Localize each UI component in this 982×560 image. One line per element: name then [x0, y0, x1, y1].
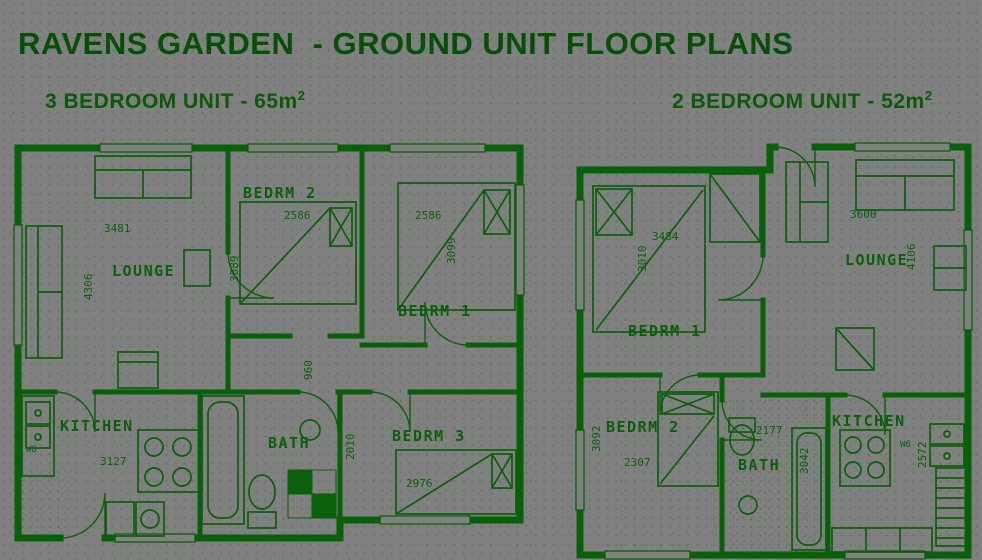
dim-bedrm2-width: 2586 [284, 209, 311, 222]
window [963, 229, 973, 331]
left-kitchen-counter-sink [21, 395, 55, 477]
room-label-bedrm2: BEDRM 2 [606, 418, 680, 436]
right-lounge-sofa-top [855, 159, 955, 211]
room-label-bedrm3: BEDRM 3 [392, 427, 466, 445]
window [99, 143, 193, 153]
room-label-kitchen: KITCHEN [832, 412, 906, 430]
window [379, 515, 471, 525]
dim-bath-width: 2177 [756, 424, 783, 437]
door-arc-bath [297, 391, 339, 433]
dim-kitchen-height: 2572 [916, 442, 929, 469]
right-unit-title-text: 2 BEDROOM UNIT - 52m [672, 90, 925, 113]
door-arc-entry [59, 492, 106, 539]
right-lounge-side-table [933, 245, 967, 291]
dim-bedrm3-depth: 2010 [344, 434, 357, 461]
left-bath-shower-tiles [287, 469, 337, 519]
right-bedrm1-bed [592, 185, 706, 333]
left-bedrm1-bed [397, 182, 516, 311]
left-unit-plan: LOUNGE BEDRM 2 BEDRM 1 KITCHEN BATH BEDR… [13, 143, 525, 543]
room-label-bath: BATH [738, 456, 780, 474]
right-unit-plan: BEDRM 1 LOUNGE BEDRM 2 BATH KITCHEN 3484… [575, 142, 973, 560]
right-kitchen-stove [839, 429, 891, 487]
door-arc-bedrm1 [717, 254, 764, 301]
left-lounge-sofa-top [94, 155, 192, 199]
left-windows [13, 143, 525, 543]
room-label-bedrm1: BEDRM 1 [398, 302, 472, 320]
window [389, 143, 486, 153]
left-bedrm3-bed [395, 449, 517, 515]
window [515, 184, 525, 296]
right-unit-title: 2 BEDROOM UNIT - 52m2 [672, 88, 932, 114]
dim-lounge-height: 4306 [82, 274, 95, 301]
room-label-bedrm2: BEDRM 2 [243, 184, 317, 202]
room-label-kitchen: KITCHEN [60, 417, 134, 435]
dim-kitchen-width: 3127 [100, 455, 127, 468]
door-arc-bedrm2 [659, 374, 701, 416]
right-kitchen-sink [929, 423, 965, 467]
dim-hall-width: 960 [302, 360, 315, 380]
dim-sink-w6: W6 [900, 440, 911, 450]
left-lounge-cabinet [183, 249, 211, 287]
window [844, 550, 926, 560]
left-unit-title: 3 BEDROOM UNIT - 65m2 [45, 88, 305, 114]
room-label-bedrm1: BEDRM 1 [628, 322, 702, 340]
dim-bedrm2-width: 2307 [624, 456, 651, 469]
window [114, 533, 196, 543]
door-arc-bedrm3 [369, 391, 411, 433]
door-arc-entry [774, 146, 816, 188]
right-kitchen-radiator [935, 467, 967, 547]
left-lounge-armchair [117, 351, 159, 389]
dim-bath-height: 3042 [798, 448, 811, 475]
left-unit-title-sup: 2 [297, 88, 306, 103]
window [13, 224, 23, 346]
left-kitchen-stove [137, 429, 203, 493]
dim-lounge-height: 4106 [905, 244, 918, 271]
right-outer-walls [576, 143, 972, 559]
dim-bedrm2-height: 3089 [228, 256, 241, 283]
dim-sink-w8: W8 [26, 445, 37, 455]
right-unit-title-sup: 2 [924, 88, 933, 103]
window [247, 143, 339, 153]
left-bath-basin [299, 419, 321, 441]
left-interior-walls [15, 145, 523, 541]
dim-bedrm2-height: 3092 [590, 426, 603, 453]
dim-bedrm3-width: 2976 [406, 477, 433, 490]
door-arc-kitchen [54, 391, 96, 433]
left-bedrm2-bed [239, 201, 357, 305]
dim-bedrm1-width: 2586 [415, 209, 442, 222]
window [575, 199, 585, 311]
dim-bedrm1-height: 3010 [636, 246, 649, 273]
right-interior-walls [577, 167, 971, 558]
window [854, 142, 951, 152]
texture-patch [18, 470, 73, 530]
page-title: RAVENS GARDEN - GROUND UNIT FLOOR PLANS [18, 26, 794, 61]
right-lounge-sofa-side [785, 161, 829, 243]
left-lounge-sofa-side [25, 225, 63, 359]
right-bedrm2-bed [657, 391, 719, 487]
right-bedrm1-wardrobe [709, 173, 761, 243]
room-label-lounge: LOUNGE [112, 262, 175, 280]
room-label-bath: BATH [268, 434, 310, 452]
right-lounge-chair [835, 327, 875, 371]
right-windows [575, 142, 973, 560]
left-unit-title-text: 3 BEDROOM UNIT - 65m [45, 90, 298, 113]
left-kitchen-appliances [105, 501, 165, 537]
room-label-lounge: LOUNGE [845, 251, 908, 269]
dim-lounge-width: 3481 [104, 222, 131, 235]
dim-bedrm1-width: 3484 [652, 230, 679, 243]
texture-patch-bath [726, 400, 826, 552]
left-bath-toilet [247, 474, 277, 529]
right-kitchen-counter [831, 527, 933, 553]
dim-bedrm1-height: 3099 [445, 238, 458, 265]
left-bath-tub [201, 395, 245, 525]
window [575, 429, 585, 511]
dim-lounge-width: 3600 [850, 208, 877, 221]
left-door-arcs [54, 251, 469, 539]
door-arc-bedrm1 [424, 301, 469, 346]
window [604, 550, 691, 560]
left-outer-walls [14, 144, 524, 542]
door-arc-lounge-bedrm2 [227, 251, 275, 299]
door-arc-kitchen [844, 394, 886, 436]
